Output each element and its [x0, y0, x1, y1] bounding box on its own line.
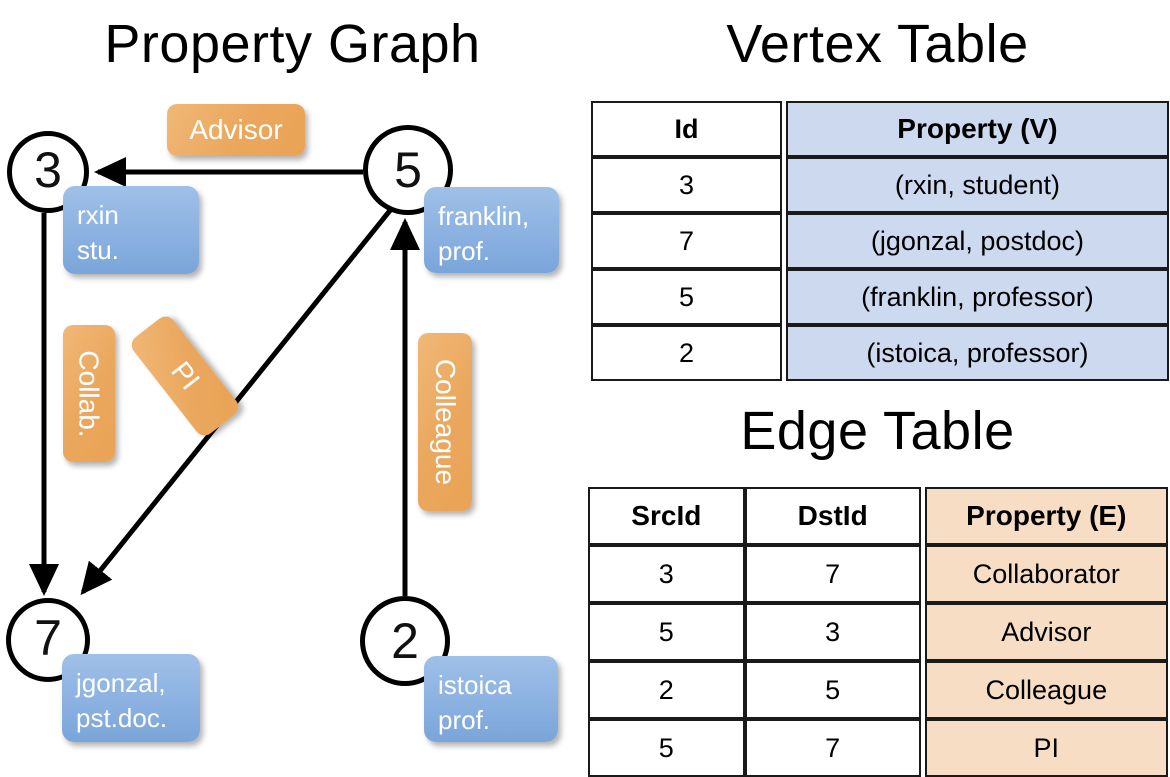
- graph-vertex-5[interactable]: 5: [363, 125, 453, 215]
- edge-label-collab: Collab.: [63, 325, 115, 462]
- column-gap: [920, 603, 925, 661]
- vertex-property-line: prof.: [438, 705, 491, 736]
- vertex-table-header-id: Id: [591, 101, 782, 157]
- vertex-cell-property: (istoica, professor): [785, 325, 1169, 381]
- column-gap: [781, 101, 786, 157]
- column-gap: [781, 213, 786, 269]
- column-gap: [781, 325, 786, 381]
- edge-label-advisor-text: Advisor: [189, 114, 283, 145]
- edge-table-header-property: Property (E): [924, 487, 1168, 545]
- page-title-vertex-table: Vertex Table: [726, 14, 1029, 74]
- column-gap: [920, 661, 925, 719]
- edge-arrow-5-to-7: [80, 206, 394, 596]
- graph-vertex-7-id: 7: [34, 610, 62, 666]
- vertex-cell-id: 7: [591, 213, 782, 269]
- edge-cell-property: Collaborator: [924, 545, 1168, 603]
- table-row[interactable]: 5 3 Advisor: [588, 603, 1168, 661]
- graph-edges-layer: [29, 157, 420, 597]
- table-row[interactable]: 5 (franklin, professor): [591, 269, 1169, 325]
- vertex-cell-id: 2: [591, 325, 782, 381]
- edge-cell-dstid: 7: [744, 545, 921, 603]
- edge-cell-srcid: 5: [588, 719, 745, 777]
- table-row[interactable]: 3 7 Collaborator: [588, 545, 1168, 603]
- vertex-property-line: stu.: [77, 235, 119, 266]
- edge-cell-property: Colleague: [924, 661, 1168, 719]
- graph-vertex-2-id: 2: [391, 613, 419, 669]
- column-gap: [781, 157, 786, 213]
- graph-vertex-2[interactable]: 2: [360, 596, 450, 686]
- vertex-table: Id Property (V) 3 (rxin, student) 7 (jgo…: [591, 101, 1169, 381]
- edge-label-collab-text: Collab.: [74, 349, 106, 438]
- vertex-cell-id: 5: [591, 269, 782, 325]
- table-row[interactable]: 7 (jgonzal, postdoc): [591, 213, 1169, 269]
- column-gap: [920, 719, 925, 777]
- edge-label-advisor: Advisor: [167, 104, 305, 156]
- vertex-property-line: jgonzal,: [76, 668, 166, 698]
- edge-cell-dstid: 7: [744, 719, 921, 777]
- vertex-cell-id: 3: [591, 157, 782, 213]
- edge-cell-srcid: 3: [588, 545, 745, 603]
- edge-table: SrcId DstId Property (E) 3 7 Collaborato…: [588, 487, 1168, 777]
- graph-vertex-3-id: 3: [34, 142, 62, 198]
- column-gap: [781, 269, 786, 325]
- page-title-edge-table: Edge Table: [740, 401, 1015, 461]
- column-gap: [920, 545, 925, 603]
- vertex-property-callout-2: istoica prof.: [424, 656, 558, 742]
- edge-cell-property: PI: [924, 719, 1168, 777]
- vertex-property-line: pst.doc.: [76, 703, 168, 734]
- table-row[interactable]: 5 7 PI: [588, 719, 1168, 777]
- vertex-property-line: prof.: [438, 236, 491, 267]
- table-row[interactable]: 3 (rxin, student): [591, 157, 1169, 213]
- edge-label-pi-text: PI: [165, 355, 206, 396]
- vertex-property-callout-7: jgonzal, pst.doc.: [62, 654, 200, 742]
- vertex-property-line: franklin,: [438, 201, 530, 231]
- page-title-property-graph: Property Graph: [104, 14, 481, 74]
- edge-cell-srcid: 5: [588, 603, 745, 661]
- edge-cell-property: Advisor: [924, 603, 1168, 661]
- property-graph-diagram: 3 5 7 2 rxin stu. franklin, prof. jgonza…: [0, 0, 585, 760]
- graph-vertex-5-id: 5: [394, 142, 422, 198]
- vertex-cell-property: (franklin, professor): [785, 269, 1169, 325]
- edge-label-colleague: Colleague: [418, 333, 472, 511]
- vertex-property-callout-3: rxin stu.: [63, 186, 199, 274]
- table-row[interactable]: 2 5 Colleague: [588, 661, 1168, 719]
- vertex-table-header-row: Id Property (V): [591, 101, 1169, 157]
- edge-table-header-dstid: DstId: [744, 487, 921, 545]
- column-gap: [920, 487, 925, 545]
- vertex-property-callout-5: franklin, prof.: [424, 187, 559, 273]
- edge-table-header-srcid: SrcId: [588, 487, 745, 545]
- vertex-property-line: rxin: [77, 200, 119, 230]
- edge-cell-dstid: 5: [744, 661, 921, 719]
- edge-label-colleague-text: Colleague: [430, 358, 462, 486]
- vertex-cell-property: (rxin, student): [785, 157, 1169, 213]
- edge-cell-srcid: 2: [588, 661, 745, 719]
- vertex-property-line: istoica: [438, 670, 512, 700]
- edge-cell-dstid: 3: [744, 603, 921, 661]
- edge-table-header-row: SrcId DstId Property (E): [588, 487, 1168, 545]
- vertex-table-header-property: Property (V): [785, 101, 1169, 157]
- table-row[interactable]: 2 (istoica, professor): [591, 325, 1169, 381]
- vertex-cell-property: (jgonzal, postdoc): [785, 213, 1169, 269]
